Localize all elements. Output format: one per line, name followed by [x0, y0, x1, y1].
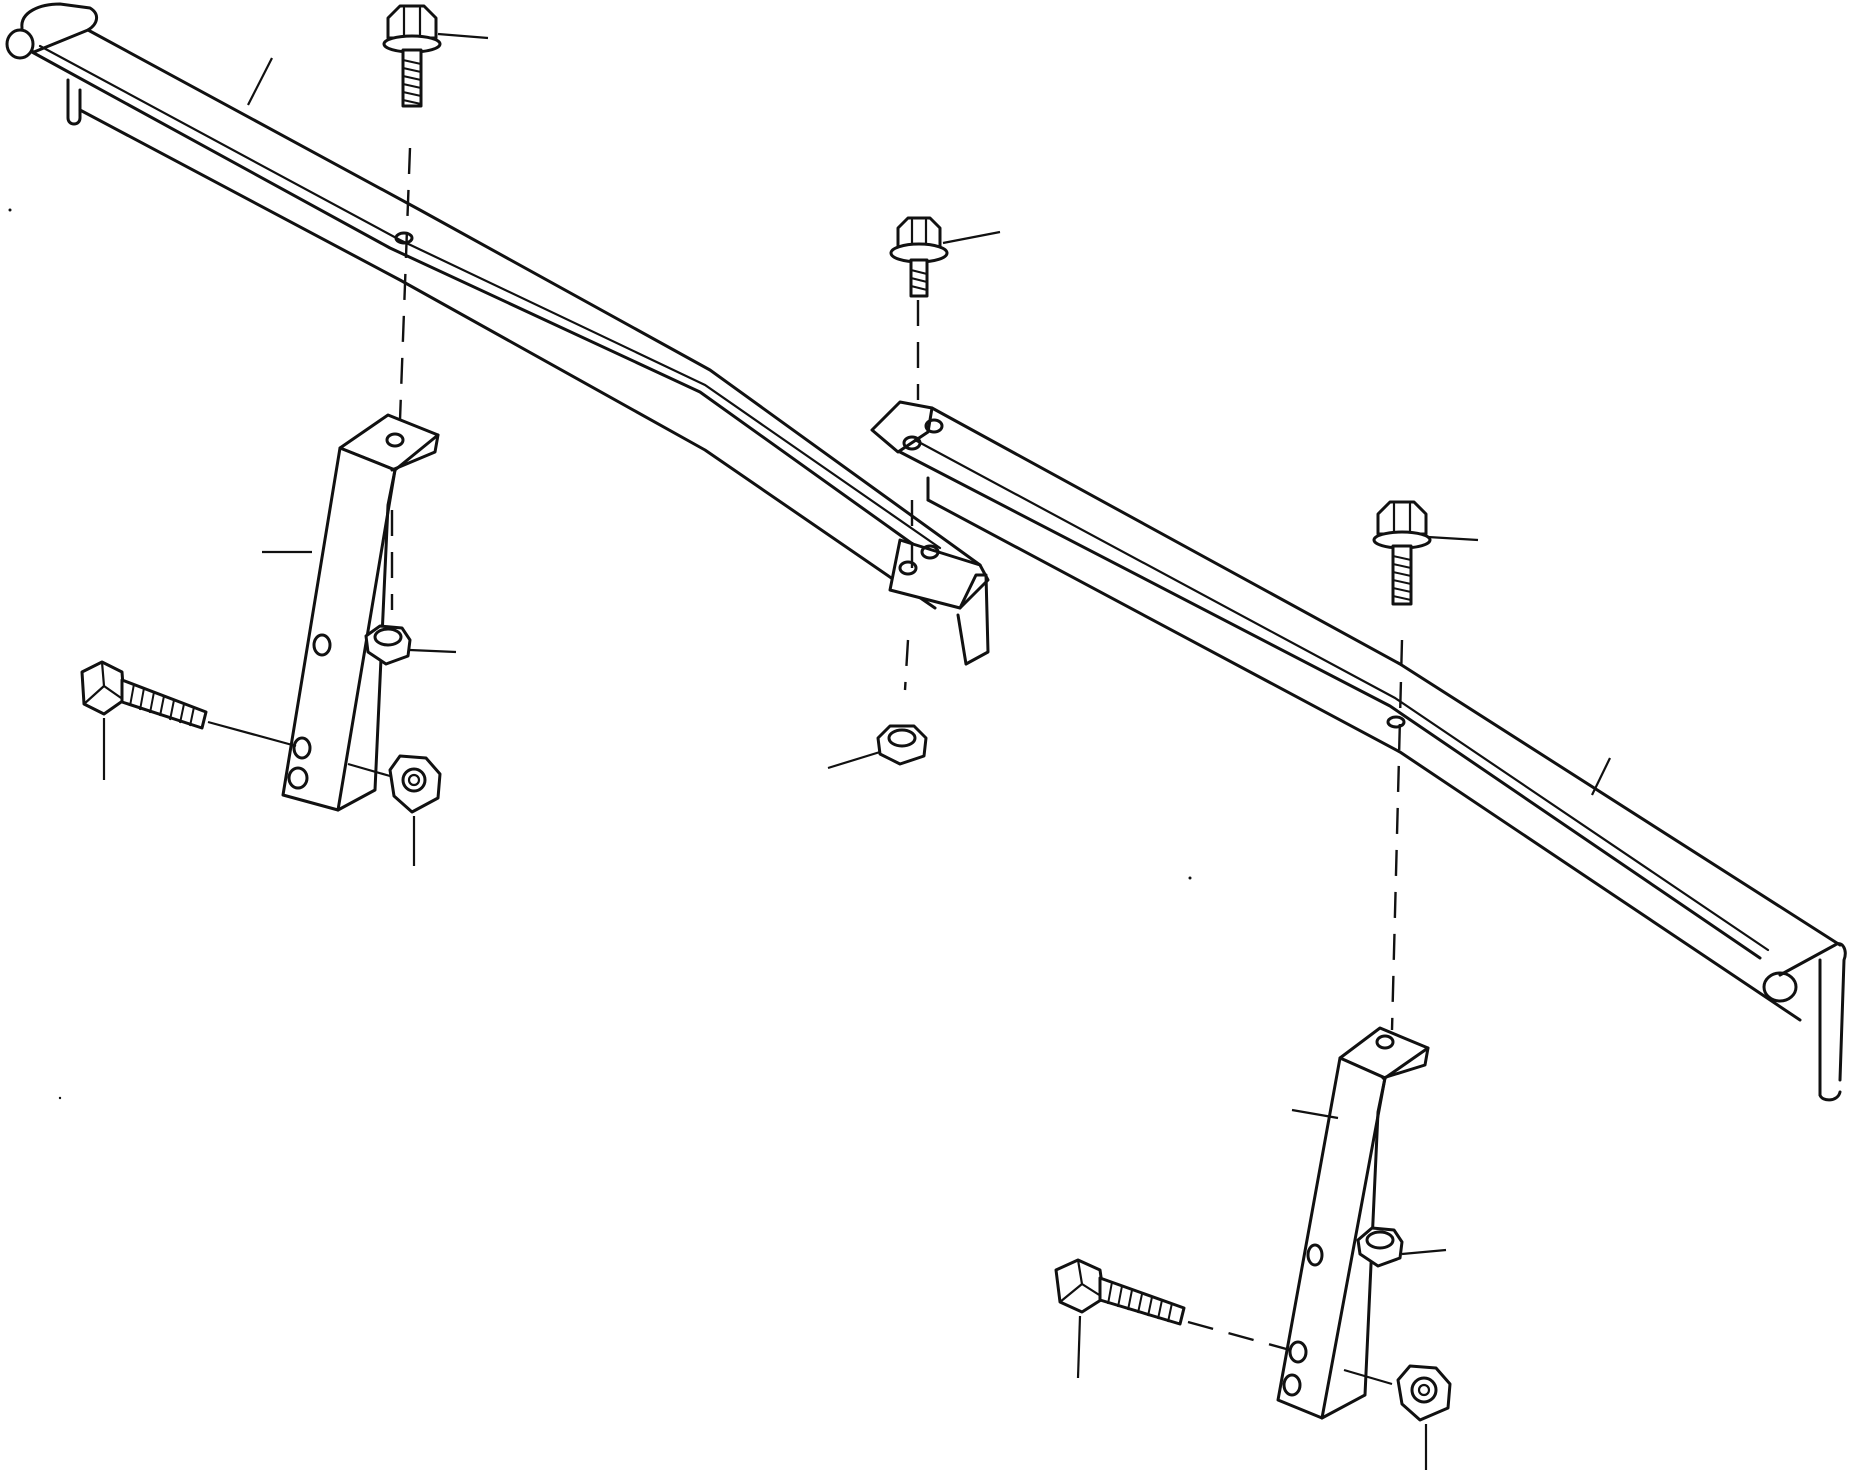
hex-bolt-left: [80, 660, 297, 780]
nut-left-lower: [347, 754, 442, 866]
bracket-right: [1276, 1026, 1430, 1420]
flange-bolt-top-center: [889, 216, 1001, 691]
nut-right-upper: [1356, 1226, 1447, 1268]
flange-bolt-top-left: [382, 4, 489, 610]
nut-right-lower: [1343, 1364, 1452, 1470]
flange-bolt-right: [1372, 500, 1479, 1031]
scan-speck: [1188, 876, 1192, 880]
nut-left-upper: [364, 624, 457, 666]
support-bar-left: [5, 2, 990, 666]
scan-speck: [58, 1096, 62, 1100]
nut-center: [827, 724, 928, 770]
bracket-left: [262, 413, 440, 812]
support-bar-right: [870, 400, 1847, 1102]
scan-speck: [8, 208, 12, 212]
hex-bolt-right: [1054, 1258, 1291, 1379]
